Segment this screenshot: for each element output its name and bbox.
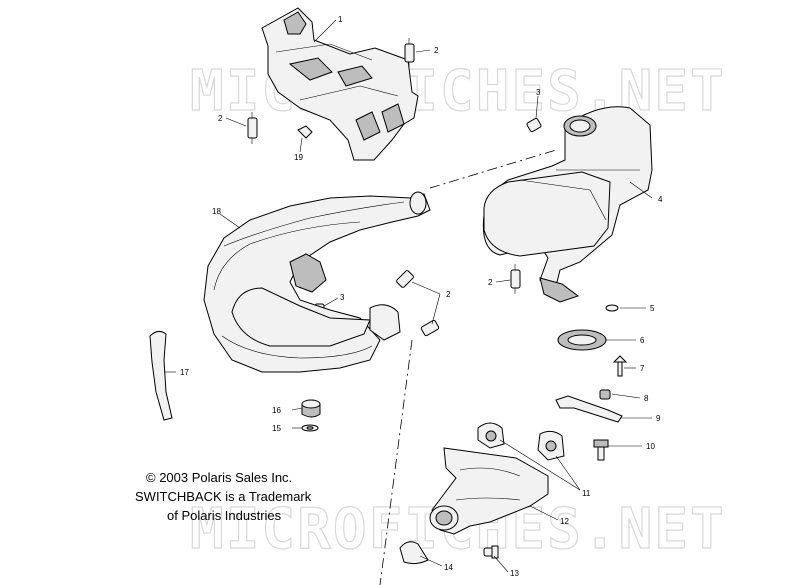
spring-top[interactable] [404,38,415,68]
callout-17: 17 [180,368,189,377]
spring-right[interactable] [510,264,521,294]
leader-lines [164,19,653,573]
callout-2: 2 [434,46,439,55]
callout-15: 15 [272,424,281,433]
spring-left[interactable] [247,112,258,144]
nut[interactable] [599,389,611,400]
copyright-line-1: © 2003 Polaris Sales Inc. [146,470,293,485]
gasket-ring[interactable] [557,329,607,351]
callout-2: 2 [218,114,223,123]
flange-gasket-right[interactable] [537,430,565,461]
bolt-small[interactable] [612,355,628,377]
manifold-bolt[interactable] [483,545,499,559]
callout-12: 12 [560,517,569,526]
seal-ring[interactable] [399,541,429,565]
callout-6: 6 [640,336,645,345]
washer[interactable] [605,304,619,312]
callout-4: 4 [658,195,663,204]
callout-19: 19 [294,153,303,162]
callout-5: 5 [650,304,655,313]
callout-14: 14 [444,563,453,572]
callout-2: 2 [446,290,451,299]
exhaust-manifold[interactable] [429,447,549,535]
callout-labels: 1 2 2 2 2 3 3 4 5 6 7 8 9 10 11 12 13 14… [180,15,663,578]
callout-3: 3 [340,293,345,302]
expansion-chamber[interactable] [203,191,431,373]
spring-lower[interactable] [420,319,440,337]
callout-8: 8 [644,394,649,403]
support-bracket[interactable] [555,395,623,423]
grommet[interactable] [301,399,321,418]
spring-mid[interactable] [396,270,414,288]
callout-16: 16 [272,406,281,415]
mounting-bracket[interactable] [261,7,419,161]
copyright-line-2: SWITCHBACK is a Trademark [135,489,312,504]
callout-2: 2 [488,278,493,287]
callout-7: 7 [640,364,645,373]
callout-3: 3 [536,88,541,97]
callout-13: 13 [510,569,519,578]
assembly-line-manifold [379,339,413,585]
strap[interactable] [149,330,173,421]
bolt[interactable] [593,439,609,461]
copyright-line-3: of Polaris Industries [167,508,282,523]
muffler[interactable] [482,106,653,303]
spring-small-top[interactable] [526,117,542,133]
assembly-line-muffler [429,149,557,189]
clip[interactable] [297,125,313,139]
callout-11: 11 [582,489,591,498]
washer-small[interactable] [301,424,319,432]
callout-1: 1 [338,15,343,24]
callout-10: 10 [646,442,655,451]
callout-9: 9 [656,414,661,423]
flange-gasket-left[interactable] [477,422,505,449]
callout-18: 18 [212,207,221,216]
